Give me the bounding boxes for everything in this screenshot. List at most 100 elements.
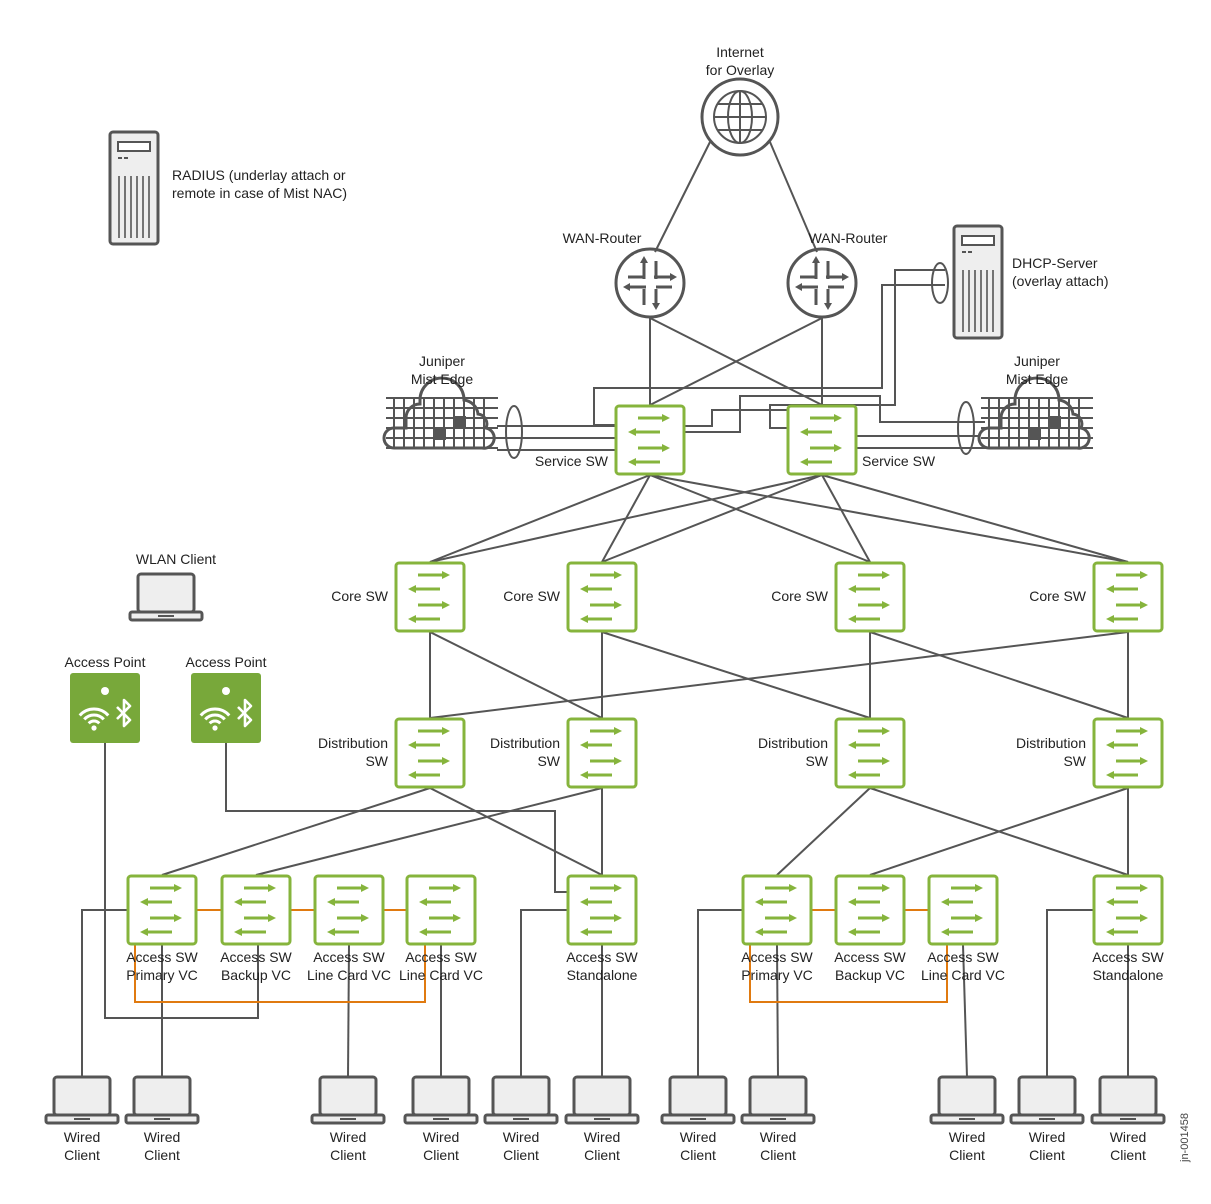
lag-bundle-icon — [931, 262, 949, 304]
link-core1-dist2 — [429, 631, 603, 719]
link-core4-dist1 — [429, 631, 1129, 719]
link-dhcp-svc2 — [769, 269, 945, 429]
node-label: Wired — [1029, 1129, 1066, 1145]
node-label: Access SW — [741, 949, 813, 965]
node-label: Access SW — [126, 949, 198, 965]
node-dhcp: DHCP-Server(overlay attach) — [952, 224, 1108, 340]
switch-icon — [566, 717, 638, 789]
laptop-icon — [44, 1075, 120, 1125]
node-ap1: Access Point — [65, 654, 146, 743]
switch-icon — [786, 404, 858, 476]
node-label: Core SW — [771, 588, 829, 604]
node-label: Core SW — [331, 588, 389, 604]
node-label: Distribution — [1016, 735, 1086, 751]
node-label: Access SW — [1092, 949, 1164, 965]
node-label: WAN-Router — [563, 230, 642, 246]
switch-box — [741, 874, 813, 946]
link-core2-dist3 — [601, 631, 871, 719]
node-core4: Core SW — [1029, 561, 1164, 633]
node-label: Line Card VC — [307, 967, 391, 983]
node-label: Line Card VC — [921, 967, 1005, 983]
laptop-icon — [1009, 1075, 1085, 1125]
node-label: Access SW — [566, 949, 638, 965]
link-internet-wan2 — [769, 141, 818, 253]
link-dist2-acc2 — [255, 787, 603, 876]
switch-box — [614, 404, 686, 476]
node-label: SW — [805, 753, 828, 769]
node-label: Primary VC — [126, 967, 198, 983]
node-label: Standalone — [567, 967, 638, 983]
mist-edge-cloud-icon — [977, 376, 1093, 450]
link-dist1-acc5 — [429, 787, 603, 876]
link-svc1-core1 — [429, 474, 651, 563]
node-acc1: Access SW Primary VC — [126, 874, 199, 983]
switch-box — [566, 717, 638, 789]
link-svc2-core2 — [601, 474, 823, 563]
link-mist2-svc1 — [685, 395, 985, 433]
node-label: Backup VC — [835, 967, 905, 983]
link-svc2-core3 — [821, 474, 871, 563]
switch-box — [313, 874, 385, 946]
laptop-icon — [660, 1075, 736, 1125]
laptop-icon — [1090, 1075, 1166, 1125]
switch-box — [405, 874, 477, 946]
laptop-icon — [483, 1075, 559, 1125]
link-acc9-c10 — [1046, 909, 1093, 1077]
node-svc2: Service SW — [786, 404, 936, 476]
figure-id: jn-001458 — [1179, 1113, 1191, 1163]
laptop-icon — [403, 1075, 479, 1125]
node-label: Wired — [760, 1129, 797, 1145]
link-dhcp-svc1 — [593, 284, 945, 426]
node-label: Client — [1110, 1147, 1146, 1163]
mist-edge-cloud-icon — [382, 376, 498, 450]
node-label: Wired — [423, 1129, 460, 1145]
laptop-icon — [128, 572, 204, 622]
node-label: Access SW — [220, 949, 292, 965]
node-label: Wired — [64, 1129, 101, 1145]
node-wan2: WAN-Router — [786, 230, 888, 319]
switch-box — [927, 874, 999, 946]
node-label: Wired — [503, 1129, 540, 1145]
link-ap2-acc5 — [225, 743, 567, 893]
switch-box — [126, 874, 198, 946]
node-label: Client — [1029, 1147, 1065, 1163]
link-internet-wan1 — [654, 141, 711, 253]
link-ap1-acc2 — [104, 743, 259, 1019]
link-dist3-acc6 — [776, 787, 871, 876]
node-label: (overlay attach) — [1012, 273, 1108, 289]
switch-box — [1092, 874, 1164, 946]
node-label: Client — [503, 1147, 539, 1163]
node-wan1: WAN-Router — [563, 230, 686, 319]
node-acc7: Access SW Backup VC — [834, 874, 907, 983]
node-core2: Core SW — [503, 561, 638, 633]
node-ap2: Access Point — [186, 654, 267, 743]
link-core3-dist4 — [869, 631, 1129, 719]
link-acc3-c3 — [347, 944, 350, 1078]
node-label: Client — [423, 1147, 459, 1163]
link-acc1-c1 — [81, 909, 127, 1077]
laptop-icon — [929, 1075, 1005, 1125]
router-icon — [786, 247, 858, 319]
node-label: Line Card VC — [399, 967, 483, 983]
switch-icon — [394, 717, 466, 789]
link-dist4-acc7 — [869, 787, 1129, 876]
node-label: Wired — [680, 1129, 717, 1145]
switch-box — [786, 404, 858, 476]
switch-box — [394, 561, 466, 633]
node-label: Access SW — [834, 949, 906, 965]
router-icon — [614, 247, 686, 319]
